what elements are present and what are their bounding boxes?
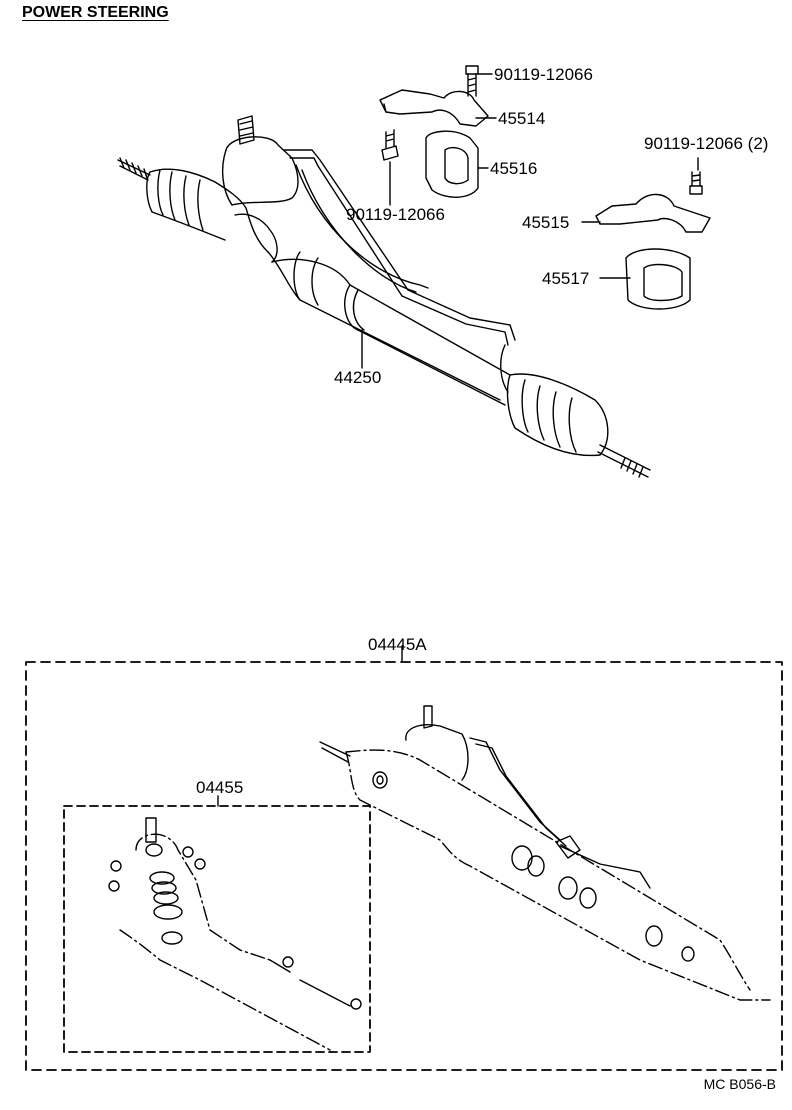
drawing-code: MC B056-B (703, 1076, 776, 1092)
part-label-clamp-lower: 45515 (522, 213, 570, 232)
bolt-icons (381, 65, 703, 195)
kit-inner-frame (63, 805, 371, 1053)
part-label-clamp-upper: 45514 (498, 109, 546, 128)
kit-outer-gear-drawing (319, 705, 771, 1001)
leader-lines (217, 73, 699, 807)
part-label-kit-inner: 04455 (196, 778, 244, 797)
bushing-icons (425, 130, 691, 310)
clamp-icons (379, 89, 711, 233)
part-label-bushing-upper: 45516 (490, 159, 538, 178)
part-label-bolt-upper: 90119-12066 (494, 65, 593, 84)
page-title: POWER STEERING (22, 4, 169, 21)
part-label-kit-outer: 04445A (368, 635, 427, 654)
part-label-bushing-lower: 45517 (542, 269, 590, 288)
steering-gear-drawing (117, 115, 651, 478)
kit-inner-gear-drawing (108, 817, 362, 1051)
part-label-bolt-mid: 90119-12066 (346, 205, 445, 224)
kit-outer-frame (25, 661, 783, 1071)
part-label-gear-assembly: 44250 (334, 368, 382, 387)
part-label-bolt-right: 90119-12066 (2) (644, 134, 769, 153)
